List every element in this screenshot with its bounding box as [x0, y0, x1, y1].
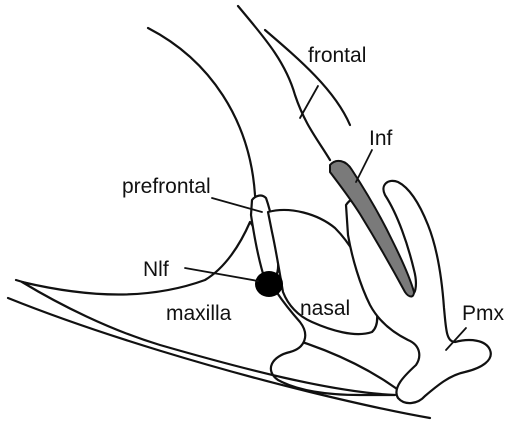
inf-label: Inf — [369, 127, 393, 150]
frontal-leader — [300, 86, 318, 118]
frontal-outline-left — [238, 6, 330, 160]
nasal-label: nasal — [300, 297, 350, 320]
pmx-label: Pmx — [462, 302, 505, 325]
maxilla-label: maxilla — [166, 302, 232, 325]
nlf-marker — [255, 271, 283, 297]
inf-leader — [356, 150, 372, 182]
prefrontal-label: prefrontal — [122, 175, 211, 198]
nlf-label: Nlf — [143, 258, 169, 281]
frontal-label: frontal — [308, 44, 366, 67]
skull-outer-arc — [148, 28, 256, 250]
